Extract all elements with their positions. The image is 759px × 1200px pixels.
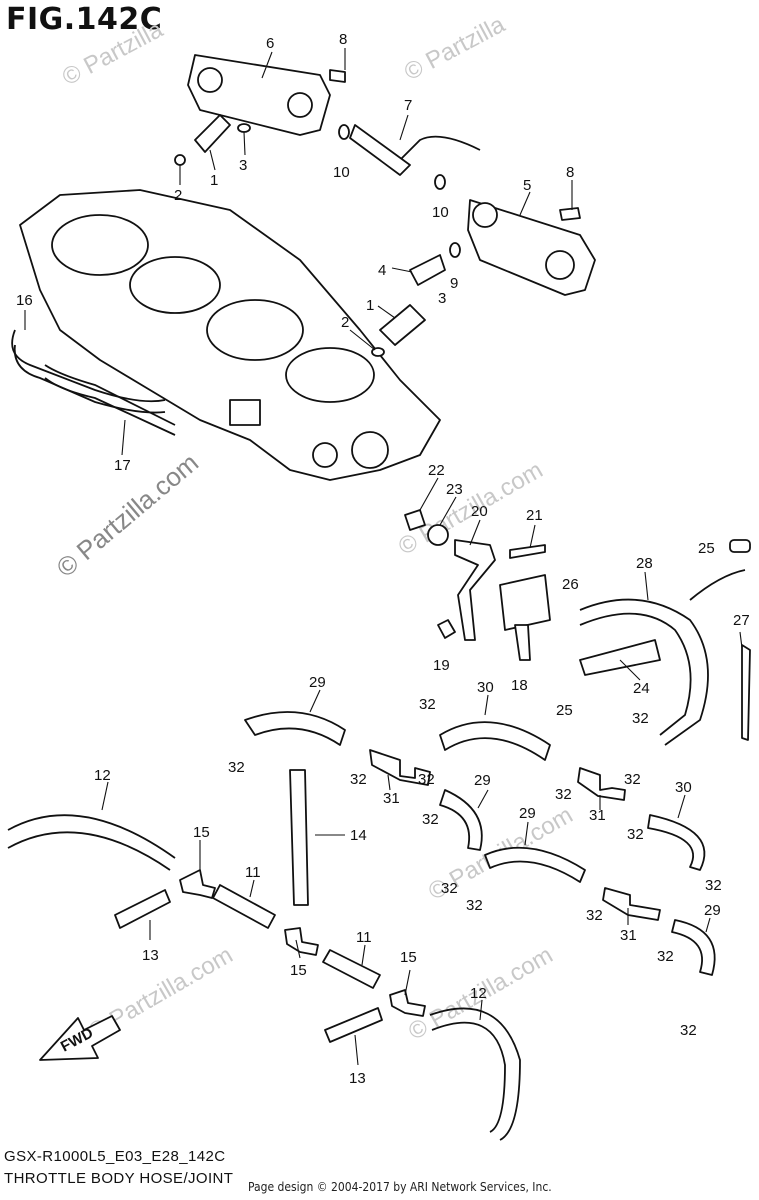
- callout-number: 32: [555, 786, 572, 803]
- callout-number: 8: [566, 164, 574, 181]
- callout-number: 32: [586, 907, 603, 924]
- callout-number: 17: [114, 457, 131, 474]
- callout-number: 28: [636, 555, 653, 572]
- callout-number: 32: [705, 877, 722, 894]
- callout-number: 29: [309, 674, 326, 691]
- callout-number: 29: [519, 805, 536, 822]
- solenoid-group: [404, 509, 551, 661]
- callout-number: 31: [589, 807, 606, 824]
- callout-number: 5: [523, 177, 531, 194]
- hose-24: [579, 639, 661, 676]
- lower-hose-network: [7, 711, 716, 1141]
- callout-number: 21: [526, 507, 543, 524]
- callout-number: 2: [174, 187, 182, 204]
- clamp-25: [729, 539, 751, 553]
- callout-number: 32: [418, 771, 435, 788]
- o-ring: [338, 124, 350, 140]
- callout-number: 18: [511, 677, 528, 694]
- o-ring: [449, 242, 461, 258]
- callout-number: 32: [680, 1022, 697, 1039]
- callout-number: 26: [562, 576, 579, 593]
- callout-number: 13: [142, 947, 159, 964]
- callout-number: 12: [470, 985, 487, 1002]
- callout-number: 2: [341, 314, 349, 331]
- callout-number: 10: [333, 164, 350, 181]
- callout-number: 1: [210, 172, 218, 189]
- callout-number: 15: [193, 824, 210, 841]
- callout-number: 32: [624, 771, 641, 788]
- callout-number: 13: [349, 1070, 366, 1087]
- fuel-rail-lower: [467, 199, 596, 296]
- fwd-arrow: FWD: [39, 1015, 121, 1061]
- page-credit: Page design © 2004-2017 by ARI Network S…: [248, 1180, 552, 1194]
- injector-lower: [379, 304, 426, 346]
- callout-number: 31: [383, 790, 400, 807]
- fuel-hose-fitting: [349, 124, 411, 176]
- injector-upper: [174, 114, 251, 166]
- hose-16: [11, 329, 166, 403]
- hose-connector: [689, 569, 746, 601]
- callout-number: 30: [675, 779, 692, 796]
- callout-number: 1: [366, 297, 374, 314]
- callout-number: 32: [466, 897, 483, 914]
- callout-number: 32: [350, 771, 367, 788]
- callout-number: 32: [657, 948, 674, 965]
- callout-number: 9: [450, 275, 458, 292]
- callout-number: 32: [419, 696, 436, 713]
- elbow-joint: [409, 254, 446, 286]
- callout-number: 25: [556, 702, 573, 719]
- callout-number: 25: [698, 540, 715, 557]
- callout-number: 15: [400, 949, 417, 966]
- callout-number: 3: [239, 157, 247, 174]
- callout-number: 22: [428, 462, 445, 479]
- callout-number: 16: [16, 292, 33, 309]
- callout-number: 6: [266, 35, 274, 52]
- callout-number: 8: [339, 31, 347, 48]
- callout-number: 7: [404, 97, 412, 114]
- callout-number: 4: [378, 262, 386, 279]
- callout-number: 32: [228, 759, 245, 776]
- model-code: GSX-R1000L5_E03_E28_142C: [4, 1148, 226, 1165]
- callout-number: 11: [245, 864, 261, 881]
- callout-number: 3: [438, 290, 446, 307]
- callout-number: 23: [446, 481, 463, 498]
- callout-number: 14: [350, 827, 367, 844]
- section-name: THROTTLE BODY HOSE/JOINT: [4, 1170, 234, 1187]
- callout-number: 29: [474, 772, 491, 789]
- callout-number: 27: [733, 612, 750, 629]
- callout-number: 24: [633, 680, 650, 697]
- hose-28-outline: [579, 612, 692, 736]
- callout-number: 10: [432, 204, 449, 221]
- callout-number: 32: [627, 826, 644, 843]
- hose-28: [579, 598, 709, 746]
- callout-number: 32: [422, 811, 439, 828]
- callout-number: 12: [94, 767, 111, 784]
- callout-number: 32: [632, 710, 649, 727]
- tie-27: [741, 644, 751, 741]
- callout-labels: 8 6 7 1 3 2 10 10 5 8 4 9 3 1 2 16 17 22…: [16, 31, 750, 1087]
- fuel-rail-upper: [187, 54, 346, 136]
- fuel-hose: [359, 134, 481, 162]
- callout-number: 29: [704, 902, 721, 919]
- figure-title: FIG.142C: [6, 2, 163, 37]
- callout-number: 11: [356, 929, 372, 946]
- callout-number: 19: [433, 657, 450, 674]
- leader-lines: [24, 48, 743, 1066]
- throttle-body-assembly: [19, 189, 441, 481]
- callout-number: 31: [620, 927, 637, 944]
- hose-17-outline: [44, 377, 176, 436]
- callout-number: 20: [471, 503, 488, 520]
- callout-number: 32: [441, 880, 458, 897]
- callout-number: 15: [290, 962, 307, 979]
- o-ring: [434, 174, 446, 190]
- hose-17: [44, 364, 176, 426]
- callout-number: 30: [477, 679, 494, 696]
